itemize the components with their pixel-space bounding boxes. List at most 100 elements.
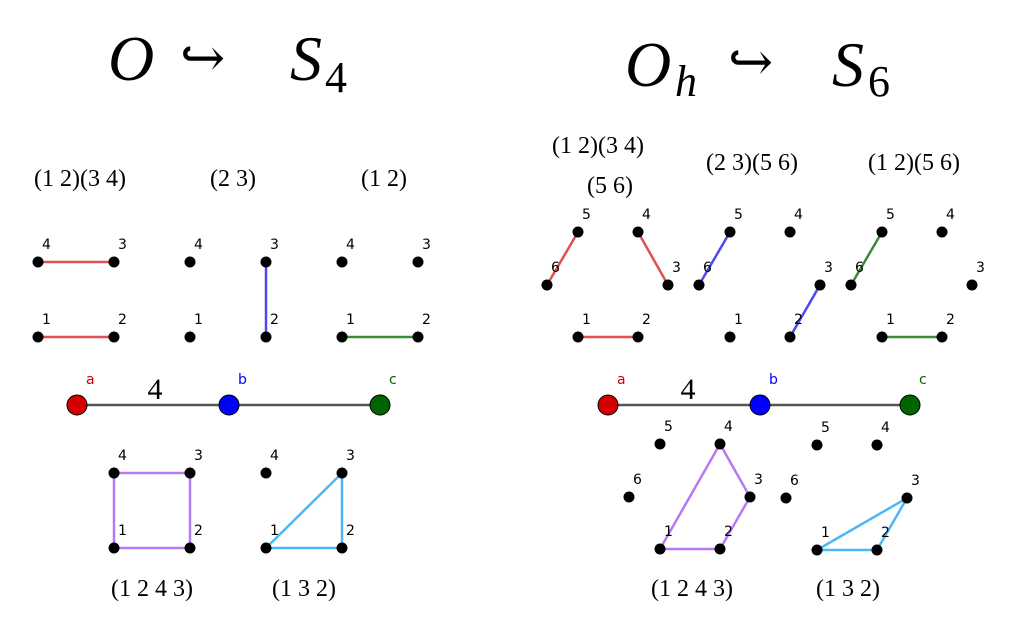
permutation-caption-cont: (5 6) (587, 173, 633, 199)
vertex-label-2: 2 (946, 312, 955, 328)
graph-node-label-a: a (617, 372, 626, 388)
vertex-6 (623, 491, 635, 503)
vertex-5 (654, 438, 666, 450)
graph-node-b (749, 394, 771, 416)
vertex-label-1: 1 (734, 312, 743, 328)
vertex-label-1: 1 (821, 525, 830, 541)
hook-arrow-icon: ↪ (180, 28, 225, 88)
graph-node-c (369, 394, 391, 416)
vertex-2 (184, 542, 196, 554)
vertex-label-1: 1 (346, 312, 355, 328)
vertex-1 (184, 331, 196, 343)
vertex-label-3: 3 (118, 237, 127, 253)
edge-3-2 (788, 284, 822, 338)
vertex-label-5: 5 (821, 420, 830, 436)
vertex-label-6: 6 (703, 260, 712, 276)
vertex-label-2: 2 (118, 312, 127, 328)
vertex-6 (845, 279, 857, 291)
vertex-label-4: 4 (118, 448, 127, 464)
permutation-caption: (1 2 4 3) (111, 576, 193, 602)
graph-node-a (66, 394, 88, 416)
title-right: O h ↪ S 6 (625, 29, 890, 106)
vertex-label-1: 1 (582, 312, 591, 328)
vertex-label-5: 5 (734, 207, 743, 223)
vertex-2 (714, 543, 726, 555)
vertex-label-6: 6 (551, 260, 560, 276)
edge-4-3 (718, 443, 752, 498)
vertex-label-1: 1 (270, 523, 279, 539)
vertex-2 (871, 544, 883, 556)
graph-node-label-b: b (769, 372, 778, 388)
permutation-caption: (1 2 4 3) (651, 576, 733, 602)
edge-1-3 (265, 472, 343, 549)
vertex-label-4: 4 (642, 207, 651, 223)
permutation-caption: (1 3 2) (272, 576, 336, 602)
hook-arrow-icon: ↪ (728, 32, 773, 92)
vertex-3 (901, 492, 913, 504)
vertex-label-6: 6 (633, 472, 642, 488)
vertex-label-3: 3 (824, 260, 833, 276)
vertex-5 (724, 226, 736, 238)
vertex-2 (260, 331, 272, 343)
vertex-label-4: 4 (946, 207, 955, 223)
edge-5-6 (545, 231, 580, 286)
permutation-caption: (1 2)(3 4) (552, 133, 644, 159)
graph-node-label-b: b (238, 372, 247, 388)
vertex-4 (632, 226, 644, 238)
graph-node-label-c: c (389, 372, 397, 388)
vertex-4 (871, 439, 883, 451)
vertex-label-3: 3 (270, 237, 279, 253)
title-right-group: O (625, 29, 671, 100)
vertex-1 (572, 331, 584, 343)
vertex-label-1: 1 (664, 524, 673, 540)
vertex-5 (811, 439, 823, 451)
vertex-1 (876, 331, 888, 343)
vertex-1 (336, 331, 348, 343)
vertex-2 (784, 331, 796, 343)
vertex-3 (260, 256, 272, 268)
vertex-label-2: 2 (724, 524, 733, 540)
title-right-group-subscript: h (675, 57, 697, 106)
vertex-label-3: 3 (672, 260, 681, 276)
vertex-label-4: 4 (881, 420, 890, 436)
title-left-group: O (108, 23, 154, 94)
vertex-label-1: 1 (42, 312, 51, 328)
vertex-2 (108, 331, 120, 343)
vertex-2 (412, 331, 424, 343)
vertex-4 (936, 226, 948, 238)
vertex-label-4: 4 (724, 419, 733, 435)
vertex-5 (572, 226, 584, 238)
vertex-4 (714, 438, 726, 450)
vertex-1 (654, 543, 666, 555)
vertex-4 (184, 256, 196, 268)
vertex-5 (876, 226, 888, 238)
vertex-label-4: 4 (346, 237, 355, 253)
vertex-3 (814, 279, 826, 291)
vertex-3 (744, 491, 756, 503)
vertex-3 (184, 467, 196, 479)
graph-node-a (597, 394, 619, 416)
edge-5-6 (697, 231, 732, 286)
vertex-label-2: 2 (794, 312, 803, 328)
vertex-label-6: 6 (790, 473, 799, 489)
title-left-subscript: 4 (325, 53, 347, 102)
vertex-label-3: 3 (194, 448, 203, 464)
vertex-label-3: 3 (422, 237, 431, 253)
vertex-label-2: 2 (642, 312, 651, 328)
vertex-2 (936, 331, 948, 343)
permutation-caption: (2 3) (210, 166, 256, 192)
graph-node-c (899, 394, 921, 416)
title-right-subscript: 6 (868, 57, 890, 106)
permutation-caption: (1 2)(3 4) (34, 166, 126, 192)
vertex-1 (260, 542, 272, 554)
vertex-label-3: 3 (346, 448, 355, 464)
permutation-caption: (1 3 2) (816, 576, 880, 602)
vertex-label-3: 3 (754, 472, 763, 488)
vertex-label-2: 2 (346, 523, 355, 539)
